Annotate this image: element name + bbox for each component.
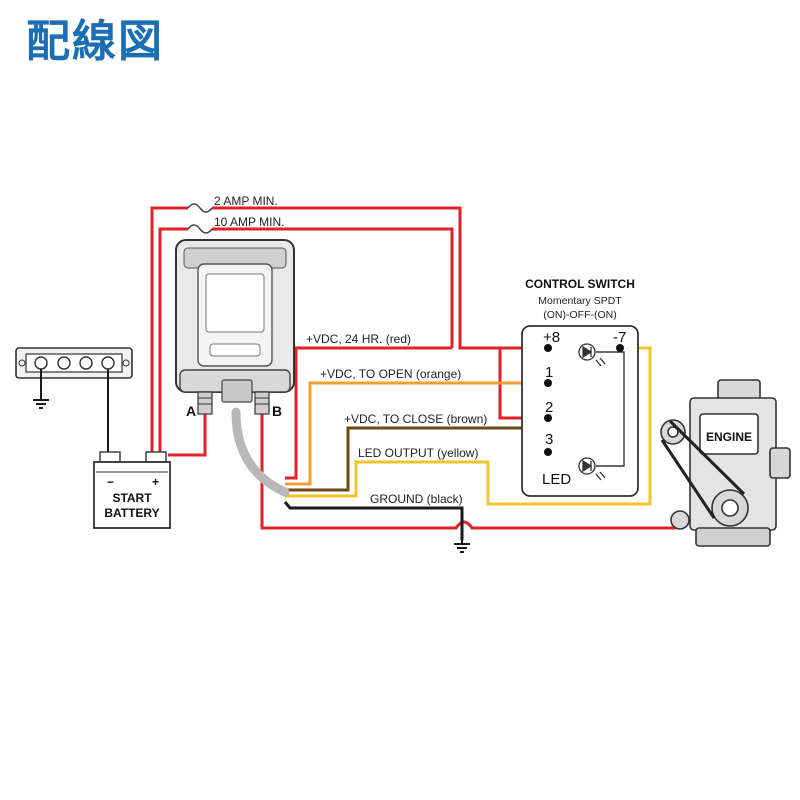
led-icon-top	[578, 343, 606, 367]
start-battery	[93, 451, 171, 529]
fuse-10amp-icon	[187, 224, 213, 234]
switch-pins	[544, 344, 624, 456]
control-switch-mode: (ON)-OFF-(ON)	[543, 309, 616, 321]
battery-minus: −	[107, 475, 114, 489]
brown-wire-label: +VDC, TO CLOSE (brown)	[344, 412, 487, 426]
battery-label-2: BATTERY	[104, 506, 159, 520]
black-wire	[283, 501, 464, 540]
battery-plus: +	[152, 475, 159, 489]
black-wire-label: GROUND (black)	[370, 492, 463, 506]
engine-label: ENGINE	[706, 430, 752, 444]
pin-plus8: +8	[543, 329, 560, 346]
fuse-10amp-label: 10 AMP MIN.	[214, 215, 284, 229]
terminal-b-label: B	[272, 403, 282, 419]
bus-bar	[15, 347, 133, 379]
remote-battery-switch	[175, 239, 295, 415]
yellow-wire	[285, 346, 652, 506]
battery-label-1: START	[112, 491, 152, 505]
pin-minus7: -7	[613, 329, 626, 346]
red-wire-relay-feed	[158, 227, 454, 455]
pin-3: 3	[545, 431, 553, 448]
red-wire-24hr	[150, 206, 548, 455]
pin-1: 1	[545, 364, 553, 381]
terminal-a-label: A	[186, 403, 196, 419]
orange-wire-label: +VDC, TO OPEN (orange)	[320, 367, 461, 381]
page-title: 配線図	[26, 16, 164, 67]
engine-illustration	[660, 379, 791, 547]
fuse-2amp-label: 2 AMP MIN.	[214, 194, 278, 208]
led-icon-bottom	[578, 457, 606, 481]
yellow-wire-label: LED OUTPUT (yellow)	[358, 446, 478, 460]
pin-2: 2	[545, 399, 553, 416]
orange-wire	[285, 381, 548, 486]
relay-cable	[231, 407, 290, 497]
bus-ground-icon	[33, 399, 49, 409]
ground-icon	[454, 540, 470, 553]
control-switch-subtitle: Momentary SPDT	[538, 295, 622, 307]
pin-led: LED	[542, 471, 571, 488]
fuse-2amp-icon	[187, 203, 213, 213]
red-wire-label: +VDC, 24 HR. (red)	[306, 332, 411, 346]
control-switch-title: CONTROL SWITCH	[525, 277, 635, 291]
red-wire-relay-a	[168, 412, 207, 457]
